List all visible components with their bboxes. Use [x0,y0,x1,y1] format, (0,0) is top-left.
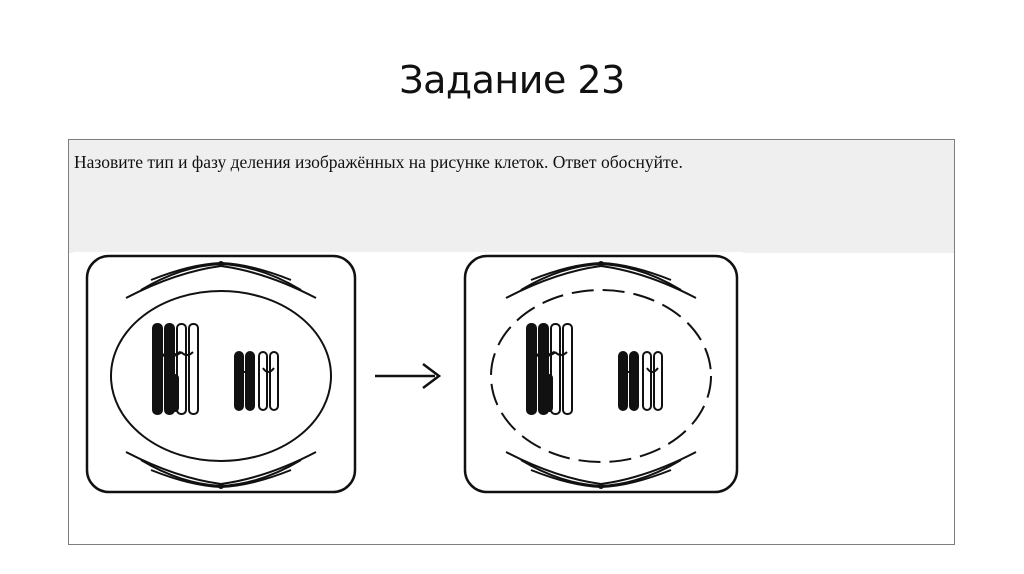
nuclear-envelope [110,290,332,462]
task-box: Назовите тип и фазу деления изображённых… [68,139,955,545]
cell-division-figure [73,252,743,500]
cell-after [463,254,739,494]
nuclear-envelope-fragmented [490,289,712,463]
slide-title: Задание 23 [399,58,625,102]
right-arrow-icon [375,363,442,389]
cell-before [85,254,357,494]
cell-division-diagram [85,254,739,494]
question-band [69,140,954,253]
task-question: Назовите тип и фазу деления изображённых… [74,152,683,172]
